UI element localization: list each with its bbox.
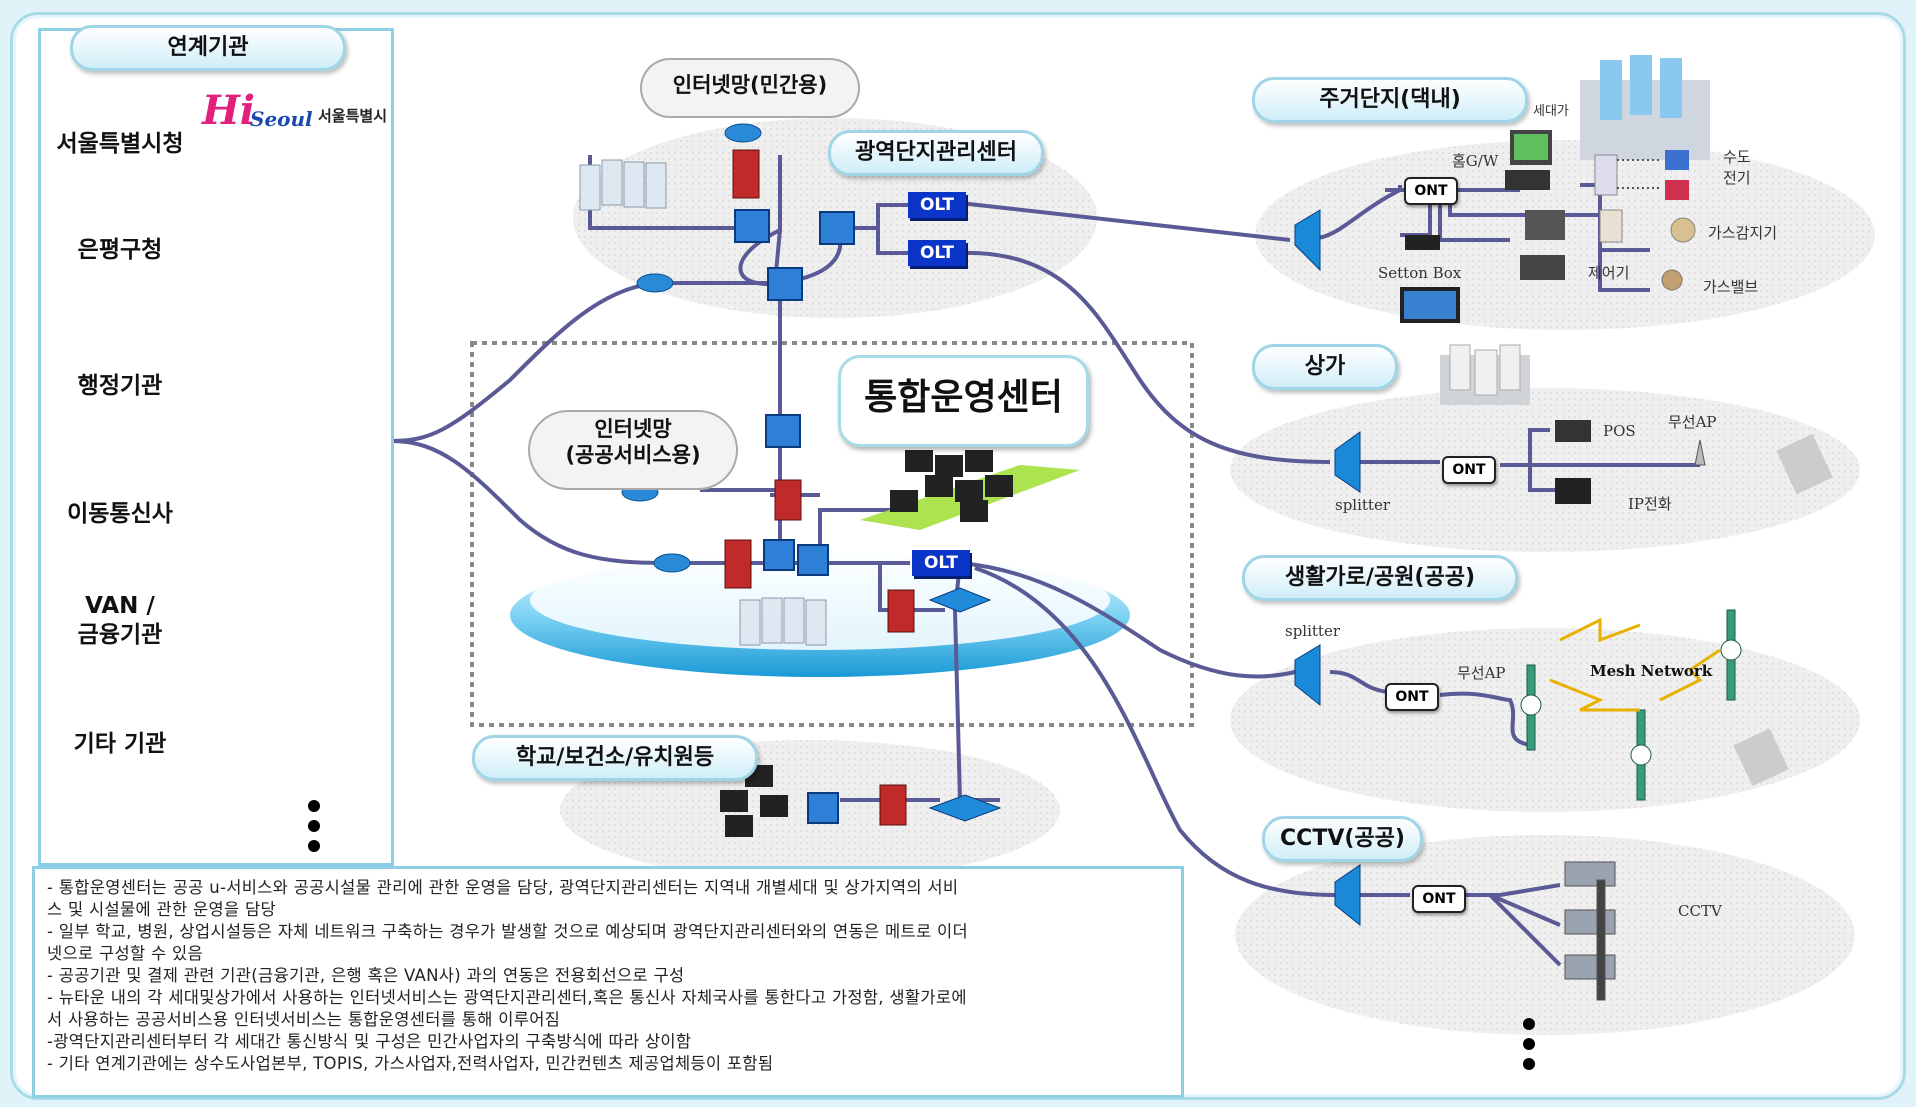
cctv-label: CCTV (1678, 902, 1722, 920)
cctv-title: CCTV(공공) (1262, 816, 1423, 862)
internet-public-cloud (528, 410, 738, 490)
mesh-network-label: Mesh Network (1590, 662, 1713, 680)
controller-label: 제어기 (1588, 264, 1630, 282)
more-dot (1523, 1058, 1535, 1070)
note-line: - 통합운영센터는 공공 u-서비스와 공공시설물 관리에 관한 운영을 담당,… (47, 878, 959, 897)
commercial-title: 상가 (1252, 344, 1398, 390)
home-gw-label: 홈G/W (1452, 152, 1499, 170)
integrated-center-title: 통합운영센터 (838, 355, 1089, 447)
internet-public-label-1: 인터넷망 (594, 417, 672, 441)
logo-hi: Hi (202, 87, 255, 134)
more-dot (308, 800, 320, 812)
ont-badge: ONT (1404, 177, 1458, 205)
electric-label: 전기 (1723, 169, 1751, 187)
related-agencies-panel (38, 28, 394, 866)
gas-detector-label: 가스감지기 (1708, 224, 1778, 242)
more-dot (308, 840, 320, 852)
logo-seoul: Seoul (250, 107, 313, 131)
agency-other[interactable]: 기타 기관 (73, 731, 167, 757)
olt-badge: OLT (908, 240, 966, 266)
olt-badge: OLT (908, 192, 966, 218)
residential-devices (1400, 55, 1710, 323)
household-label: 세대가 (1533, 104, 1569, 119)
ont-badge: ONT (1412, 885, 1466, 913)
more-dot (1523, 1038, 1535, 1050)
note-line: 서 사용하는 공공서비스용 인터넷서비스는 통합운영센터를 통해 이루어짐 (47, 1010, 561, 1029)
switches (734, 209, 855, 824)
olt-badge: OLT (912, 550, 970, 576)
related-agencies-header: 연계기관 (70, 25, 346, 71)
more-dot (1523, 1018, 1535, 1030)
agency-admin[interactable]: 행정기관 (77, 373, 163, 399)
logo-city: 서울특별시 (318, 107, 388, 125)
note-line: - 공공기관 및 결제 관련 기관(금융기관, 은행 혹은 VAN사) 과의 연… (47, 966, 685, 985)
ont-badge: ONT (1442, 456, 1496, 484)
agency-mobile-carrier[interactable]: 이동통신사 (67, 501, 173, 527)
note-line: 스 및 시설물에 관한 운영을 담당 (47, 900, 276, 919)
notes-box: - 통합운영센터는 공공 u-서비스와 공공시설물 관리에 관한 운영을 담당,… (32, 866, 1184, 1098)
hi-seoul-logo: Hi Seoul 서울특별시 (200, 85, 400, 145)
pc-cluster (720, 450, 1013, 837)
note-line: -광역단지관리센터부터 각 세대간 통신방식 및 구성은 민간사업자의 구축방식… (47, 1032, 692, 1051)
water-label: 수도 (1723, 148, 1751, 166)
internet-public-label-2: (공공서비스용) (565, 443, 701, 467)
ip-phone-label: IP전화 (1628, 495, 1672, 513)
note-line: - 기타 연계기관에는 상수도사업본부, TOPIS, 가스사업자,전력사업자,… (47, 1054, 774, 1073)
street-ap-label: 무선AP (1457, 664, 1506, 682)
note-line: - 일부 학교, 병원, 상업시설등은 자체 네트워크 구축하는 경우가 발생할… (47, 922, 968, 941)
agency-van-finance[interactable]: VAN / 금융기관 (77, 593, 163, 648)
more-dot (308, 820, 320, 832)
firewalls (724, 149, 915, 826)
gas-valve-label: 가스밸브 (1703, 278, 1759, 296)
internet-private-cloud (640, 58, 860, 118)
residential-title: 주거단지(댁내) (1252, 77, 1528, 123)
street-splitter-label: splitter (1285, 622, 1340, 640)
agency-eunpyeong[interactable]: 은평구청 (77, 237, 163, 263)
routers (621, 123, 762, 573)
pos-label: POS (1603, 422, 1636, 440)
school-label: 학교/보건소/유치원등 (472, 735, 758, 781)
agency-seoul-city[interactable]: 서울특별시청 (56, 131, 184, 157)
settop-label: Setton Box (1378, 264, 1462, 282)
commercial-splitter-label: splitter (1335, 496, 1390, 514)
street-title: 생활가로/공원(공공) (1242, 555, 1518, 601)
note-line: 넷으로 구성할 수 있음 (47, 944, 203, 963)
splitters (1294, 209, 1361, 927)
ont-badge: ONT (1385, 683, 1439, 711)
note-line: - 뉴타운 내의 각 세대및상가에서 사용하는 인터넷서비스는 광역단지관리센터… (47, 988, 967, 1007)
internet-private-label: 인터넷망(민간용) (672, 73, 828, 97)
servers (579, 159, 827, 646)
commercial-ap-label: 무선AP (1668, 413, 1717, 431)
regional-center-label: 광역단지관리센터 (828, 130, 1044, 176)
